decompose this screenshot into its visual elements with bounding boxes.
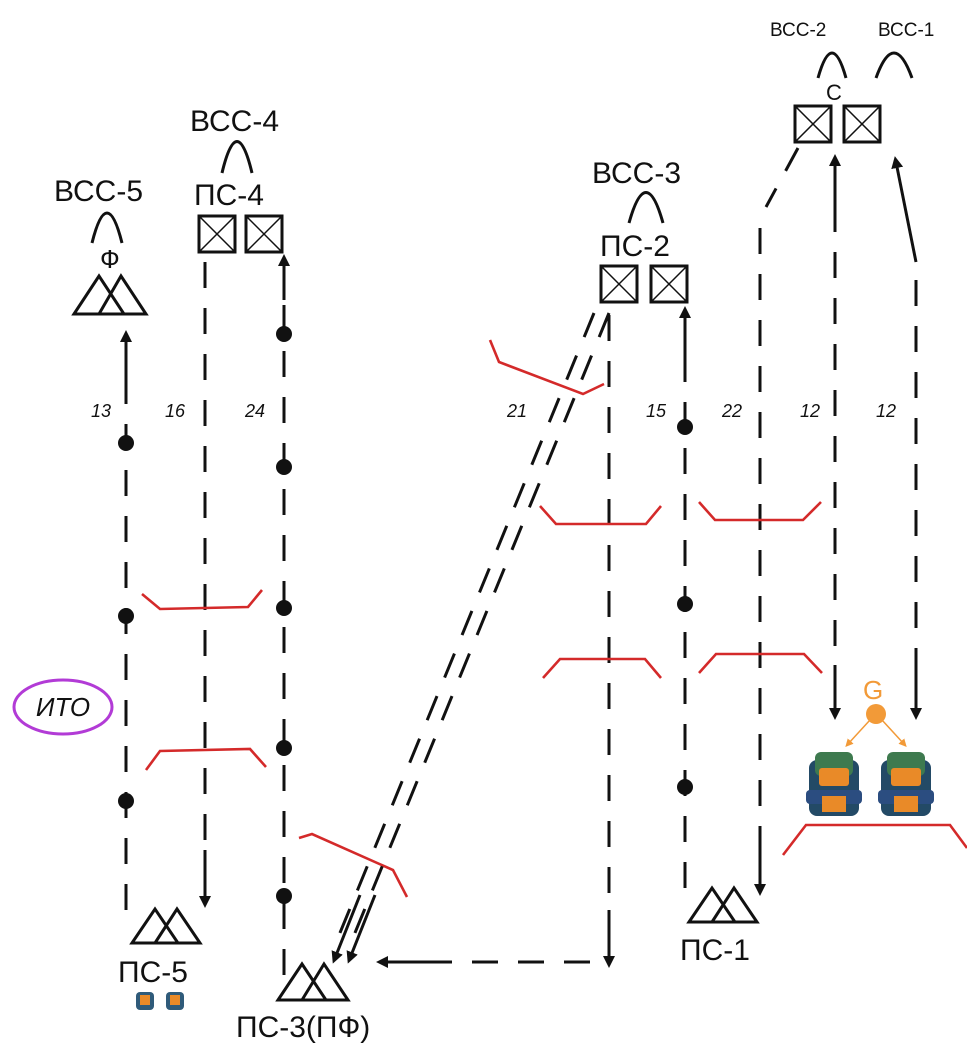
g-label: G — [863, 675, 883, 705]
vss1-arc — [874, 51, 914, 79]
ridge-left-2 — [144, 747, 267, 771]
route-21-arrow-a — [331, 894, 362, 964]
ito-badge: ИТО — [12, 678, 114, 736]
route-number-21: 21 — [506, 401, 527, 421]
ridge-mid-1 — [488, 339, 605, 396]
ito-label: ИТО — [36, 692, 90, 722]
c-label: С — [826, 80, 842, 105]
vss2-label: ВСС-2 — [770, 20, 826, 41]
route-number-24: 24 — [244, 401, 265, 421]
route-22-line-top — [764, 147, 800, 208]
f-label: Ф — [100, 244, 120, 274]
vss1-label: ВСС-1 — [878, 20, 934, 41]
vss5-arc — [90, 211, 124, 244]
ps4-label: ПС-4 — [194, 179, 264, 212]
vss3-arc — [627, 191, 665, 224]
ridge-mid-2 — [539, 505, 662, 526]
ridge-mid-3 — [542, 657, 662, 679]
route-number-22: 22 — [721, 401, 742, 421]
route-number-16: 16 — [165, 401, 186, 421]
route-12b-arrow-up — [891, 156, 918, 263]
ridge-right-1 — [698, 501, 822, 522]
ridge-left-3 — [298, 832, 409, 898]
route-15-dots — [677, 419, 693, 795]
ps5-backpack-icons — [136, 992, 184, 1010]
ps1-label: ПС-1 — [680, 934, 750, 967]
vss4-label: ВСС-4 — [190, 105, 279, 138]
vss5-label: ВСС-5 — [54, 175, 143, 208]
route-21-arrow-b — [346, 894, 377, 964]
route-13-dots — [118, 435, 134, 809]
c-station-box — [793, 104, 882, 144]
ps2-label: ПС-2 — [600, 230, 670, 263]
backpack-icon-1 — [806, 752, 862, 816]
ps1-camp-tent-icon — [686, 885, 760, 924]
route-21-line-a — [333, 312, 596, 946]
route-21-line-b — [348, 312, 611, 946]
group-g-node: G — [845, 675, 907, 747]
ps5-label: ПС-5 — [118, 956, 188, 989]
ridge-right-3 — [781, 823, 967, 856]
route-number-15: 15 — [646, 401, 667, 421]
f-camp-tent-icon — [71, 273, 149, 316]
ps3-camp-tent-icon — [275, 961, 351, 1002]
vss3-label: ВСС-3 — [592, 157, 681, 190]
ridge-right-2 — [698, 652, 823, 674]
ridge-left-1 — [141, 589, 264, 611]
route-24-dots — [276, 326, 292, 904]
vss4-arc — [220, 140, 254, 174]
backpack-icon-2 — [878, 752, 934, 816]
vss2-arc — [816, 51, 848, 79]
route-number-13: 13 — [91, 401, 111, 421]
route-number-12b: 12 — [876, 401, 896, 421]
g-node-dot — [866, 704, 886, 724]
ps4-station-box — [197, 214, 284, 254]
ps2-station-box — [599, 264, 689, 304]
ps3-label: ПС-3(ПФ) — [236, 1011, 370, 1044]
ps5-camp-tent-icon — [129, 906, 203, 945]
route-number-12a: 12 — [800, 401, 820, 421]
